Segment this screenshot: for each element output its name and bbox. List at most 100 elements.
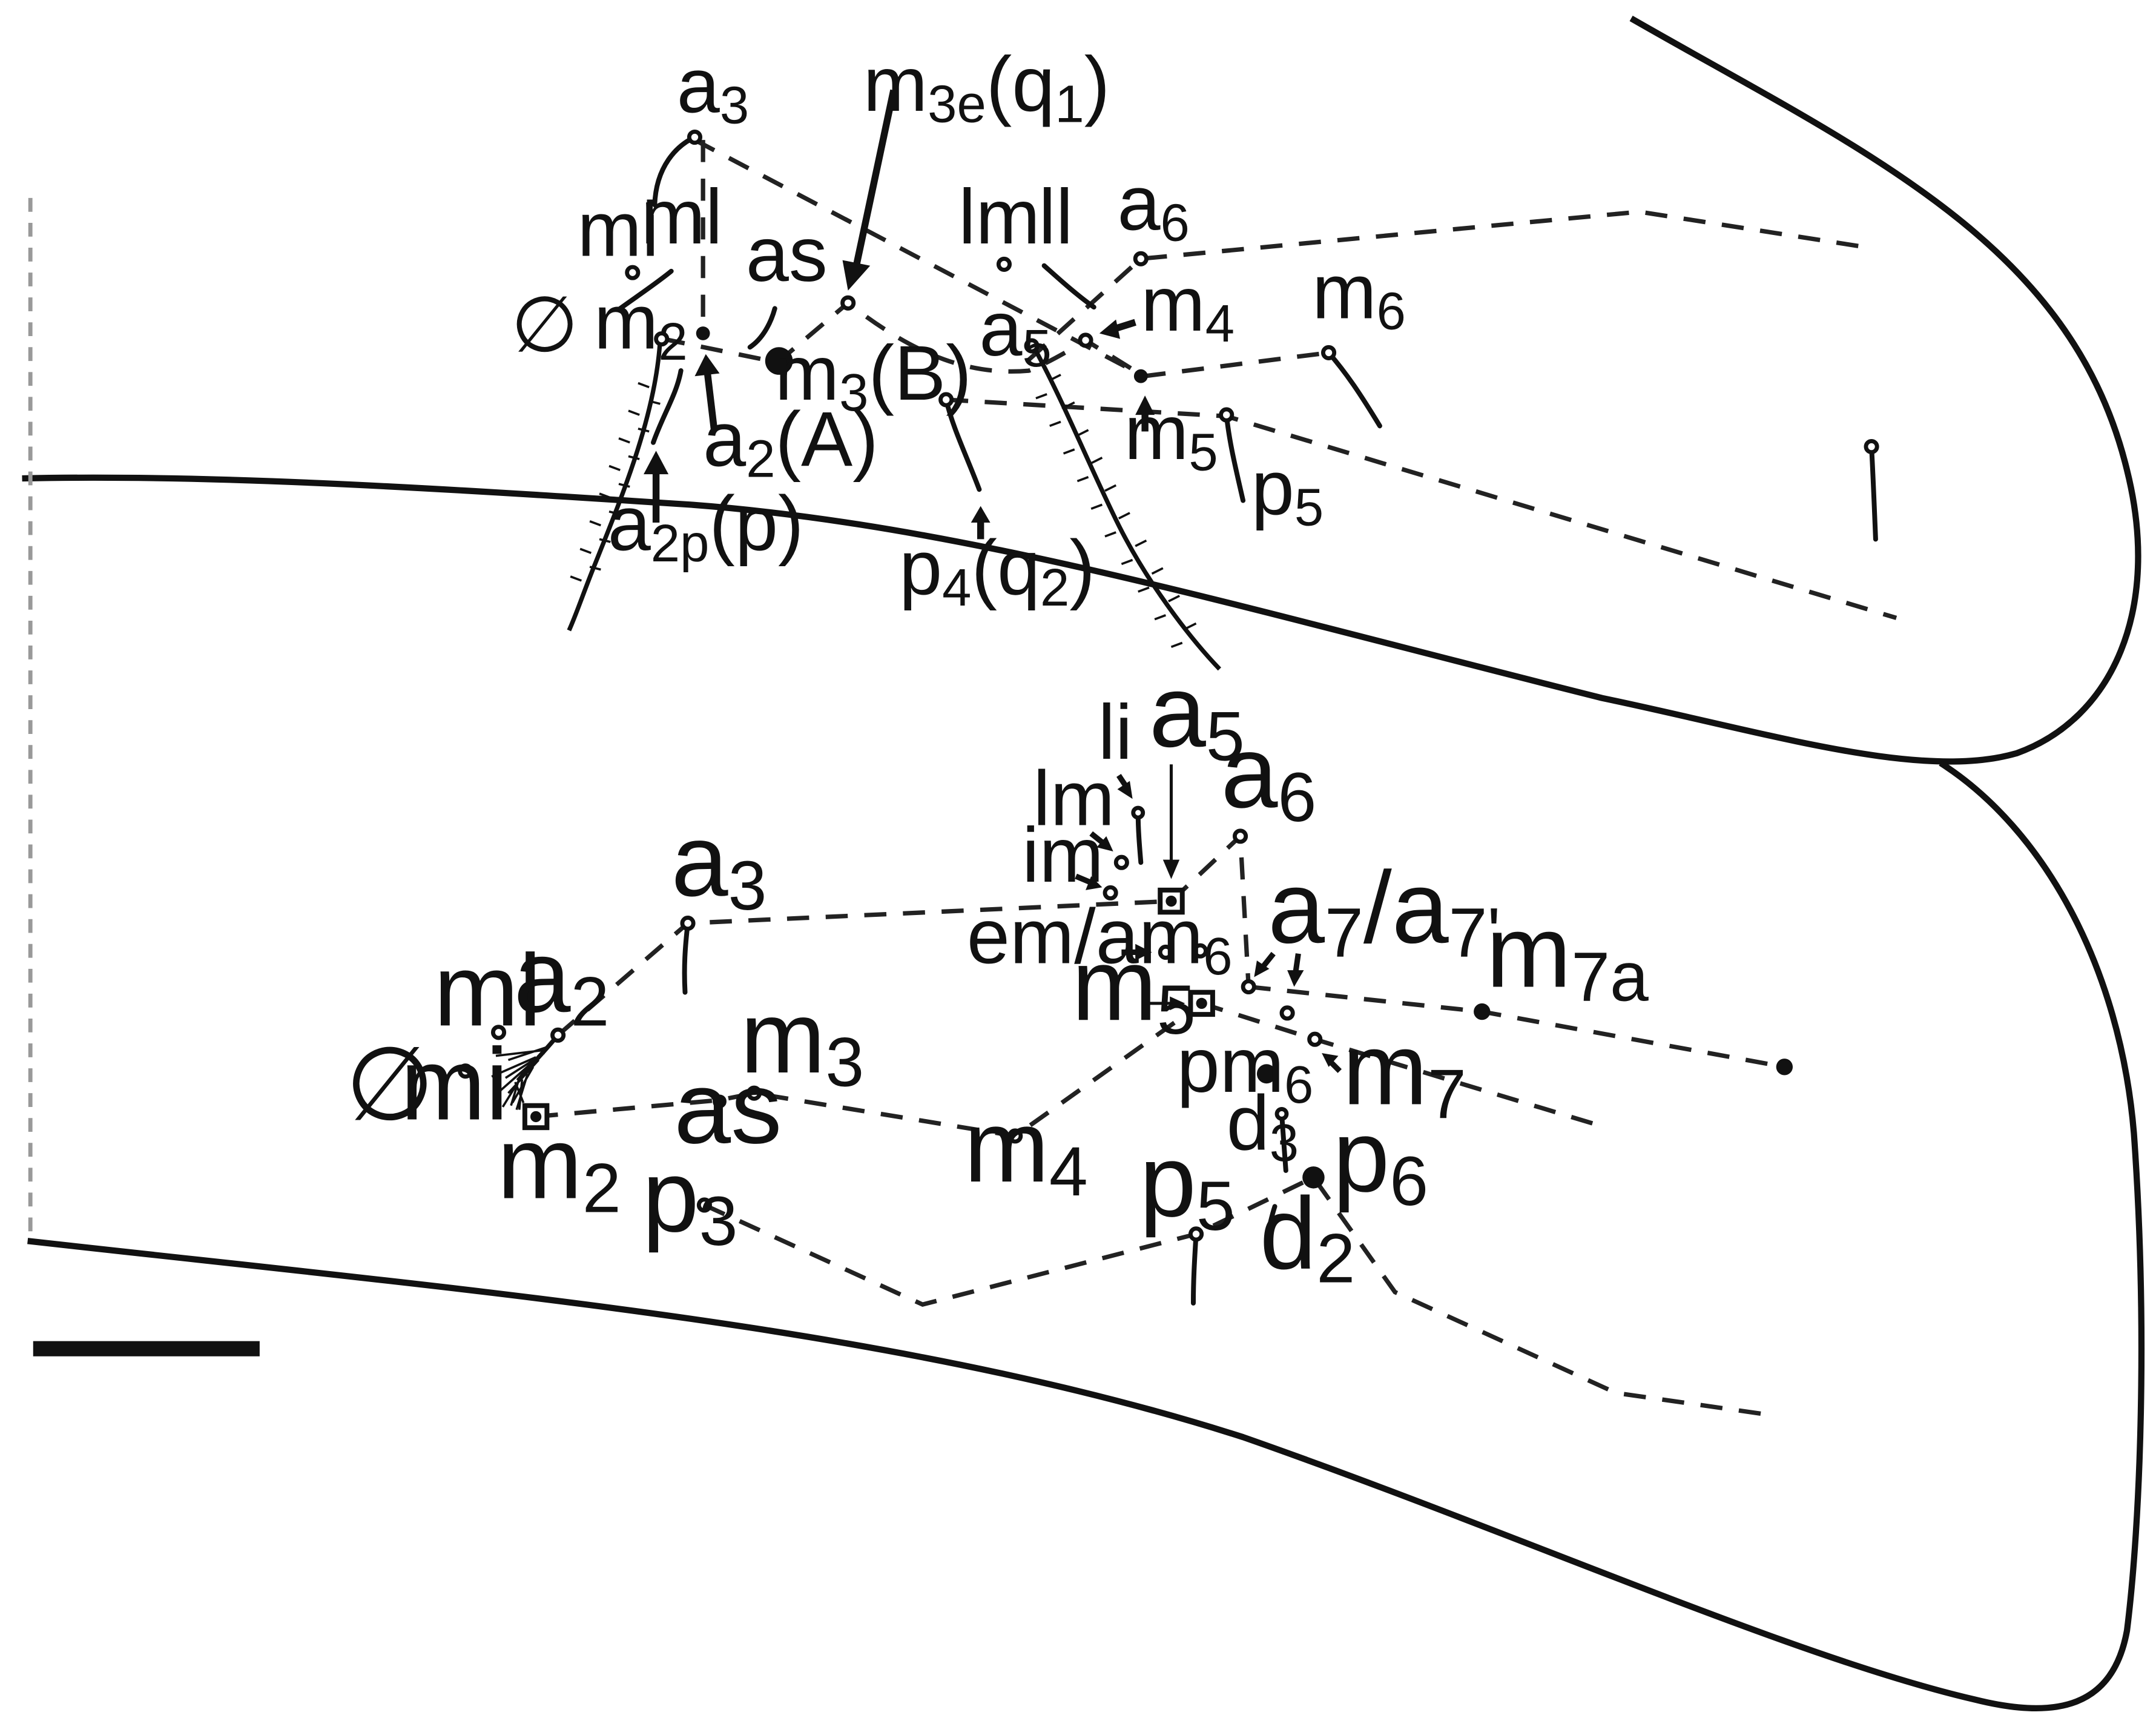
- lower-labels: li a5 a6 lm im a3 em/am6 a7/a7' m7a ml a…: [345, 654, 1649, 1298]
- socket-lm-upper: [996, 256, 1012, 272]
- socket-em-lower: [1158, 944, 1173, 960]
- label-d2-lower: d2: [1259, 1176, 1355, 1298]
- lower-segment-outline: [27, 760, 2145, 1712]
- upper-setae: [567, 134, 1878, 671]
- socket-m6-upper: [1320, 345, 1337, 360]
- socket-a7p-lower: [1279, 1005, 1295, 1021]
- seta-p5-lower: [1190, 1231, 1199, 1306]
- socket-m5-upper: [1133, 369, 1148, 383]
- socket-far-lower: [1776, 1059, 1793, 1075]
- seta-p5-upper: [1224, 412, 1246, 503]
- label-m7a-lower: m7a: [1486, 894, 1649, 1016]
- seta-li-lower: [1135, 810, 1144, 865]
- upper-arrows: [644, 89, 1155, 540]
- socket-m7-lower: [1307, 1031, 1323, 1047]
- label-a6-lower: a6: [1221, 715, 1317, 836]
- label-m4-lower: m4: [964, 1089, 1087, 1211]
- socket-a6-lower: [1232, 828, 1248, 844]
- socket-lm-lower: [1113, 854, 1129, 870]
- label-lm-upper: lm: [958, 174, 1040, 260]
- label-m3e-upper: m3e(q1): [863, 41, 1110, 133]
- seta-d2-lower: [1267, 1204, 1277, 1230]
- label-m2-upper: m2: [594, 279, 688, 371]
- socket-p3-lower: [696, 1197, 712, 1213]
- label-a3-upper: a3: [677, 42, 749, 134]
- macroseta-m2-upper: [567, 339, 663, 632]
- label-em-am6-lower: em/am6: [967, 894, 1233, 986]
- label-ll-upper: ll: [1038, 174, 1073, 260]
- socket-m4-upper: [1078, 332, 1093, 348]
- label-a2p-upper: a2p(p): [608, 481, 804, 573]
- label-m7-lower: m7: [1342, 1011, 1466, 1133]
- lower-arrows: [1075, 764, 1342, 1073]
- label-d3-lower: d3: [1227, 1080, 1299, 1172]
- seta-m6-upper: [1326, 350, 1382, 429]
- socket-im-lower: [1103, 885, 1118, 900]
- label-lm-lower: lm: [1033, 756, 1115, 842]
- label-a5-upper: a5: [979, 286, 1051, 378]
- label-ml-upper: ml: [641, 174, 722, 260]
- label-as-upper: as: [746, 211, 828, 298]
- label-m4-upper: m4: [1141, 261, 1235, 353]
- socket-m3-upper: [765, 347, 793, 375]
- socket-a7-lower: [1241, 979, 1256, 995]
- label-absent-lower: ∅: [345, 1027, 434, 1141]
- socket-a2-upper: [696, 326, 710, 340]
- label-a7-lower: a7/a7': [1268, 850, 1500, 972]
- socket-m3e-upper: [840, 295, 856, 311]
- upper-labels: a3 m3e(q1) mi ml as lm ll a6 ∅ m2 m3(B) …: [511, 41, 1406, 617]
- seta-ml-upper: [618, 268, 674, 311]
- seta-as-upper: [747, 306, 777, 350]
- socket-p6-lower: [1302, 1166, 1325, 1189]
- socket-p5-lower: [1188, 1226, 1204, 1242]
- socket-d3-lower: [1274, 1106, 1289, 1121]
- socket-m2-upper: [654, 331, 670, 347]
- socket-m3-lower: [747, 1085, 762, 1101]
- seta-ll-upper: [1041, 263, 1096, 310]
- socket-a2-lower: [550, 1027, 566, 1043]
- seta-a3-lower: [682, 920, 691, 995]
- label-a2-upper: a2(A): [703, 396, 879, 488]
- label-ml-lower: ml: [434, 933, 541, 1047]
- square-socket-m5-lower: [1188, 990, 1215, 1017]
- seta-a2p-upper: [651, 368, 684, 445]
- label-a2-lower: a2: [514, 919, 610, 1041]
- socket-ml-lower: [490, 1025, 507, 1040]
- label-p4-upper: p4(q2): [899, 525, 1095, 617]
- label-p6-lower: p6: [1333, 1099, 1428, 1220]
- square-socket-m2-lower: [522, 1103, 550, 1131]
- label-m5-upper: m5: [1124, 389, 1218, 481]
- label-m3-upper: m3(B): [775, 330, 972, 422]
- seta-p4-upper: [943, 397, 982, 492]
- upper-segment-outline: [22, 15, 2141, 765]
- socket-a5-upper: [1024, 338, 1040, 354]
- label-mi-lower: mi: [401, 1027, 509, 1141]
- label-a3-lower: a3: [671, 803, 767, 925]
- socket-p4-upper: [938, 392, 954, 408]
- socket-p5-upper: [1219, 407, 1235, 423]
- label-pm6-lower: pm6: [1177, 1022, 1314, 1114]
- socket-a3-upper: [687, 130, 703, 145]
- lower-sockets: [458, 805, 1793, 1242]
- macroseta-a5-upper: [1031, 345, 1221, 671]
- label-p5-lower: p5: [1139, 1123, 1235, 1245]
- square-socket-a5-lower: [1158, 887, 1185, 915]
- socket-as-lower: [713, 1094, 727, 1109]
- label-mi-upper: mi: [578, 187, 659, 273]
- socket-a6-upper: [1133, 251, 1149, 266]
- label-li-lower: li: [1098, 689, 1133, 776]
- label-p3-lower: p3: [642, 1138, 738, 1260]
- label-m6-upper: m6: [1312, 248, 1406, 340]
- label-p5-upper: p5: [1251, 444, 1324, 537]
- socket-far-upper: [1864, 439, 1879, 455]
- upper-sockets: [625, 130, 1879, 455]
- label-absent-upper: ∅: [511, 282, 578, 368]
- label-as-lower: as: [674, 1050, 782, 1165]
- socket-m7a-lower: [1474, 1003, 1491, 1020]
- label-m2-lower: m2: [497, 1106, 621, 1227]
- label-a6-upper: a6: [1118, 160, 1190, 252]
- socket-m4-lower: [1007, 1128, 1023, 1144]
- socket-am6-lower: [1192, 943, 1208, 959]
